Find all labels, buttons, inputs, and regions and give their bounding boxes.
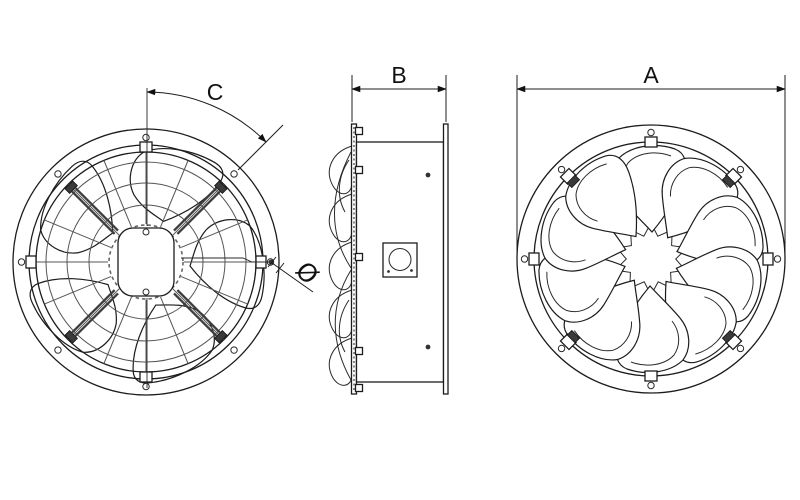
guard-clip xyxy=(214,180,228,194)
guard-clip xyxy=(64,180,78,194)
rear-flange-plate xyxy=(442,123,449,395)
guard-clips xyxy=(566,174,736,344)
dimension-c-label: C xyxy=(207,79,224,105)
hub-screw-top xyxy=(142,228,150,236)
cable-gland xyxy=(388,248,412,271)
flange-tabs xyxy=(354,126,364,393)
front-view xyxy=(12,88,280,396)
flange-notches xyxy=(528,136,774,382)
guard-struts xyxy=(64,180,228,344)
flange-outer-circle xyxy=(12,128,280,396)
hub-screw-bottom xyxy=(142,288,150,296)
flange-notches xyxy=(25,141,267,383)
hub-plate xyxy=(117,227,175,297)
side-view xyxy=(328,123,449,395)
terminal-box xyxy=(382,242,418,278)
dimension-a-label: A xyxy=(643,62,659,88)
casing-screw-top xyxy=(425,172,431,178)
rear-view xyxy=(516,124,786,394)
dimension-b-label: B xyxy=(391,62,406,88)
dimension-b: B xyxy=(351,62,447,122)
side-view-blade-profile xyxy=(328,145,353,386)
mounting-holes xyxy=(520,128,782,390)
guard-clip xyxy=(64,330,78,344)
guard-clip xyxy=(214,330,228,344)
casing-screw-bottom xyxy=(425,344,431,350)
motor-mount-ring xyxy=(108,224,184,300)
dimension-a: A xyxy=(516,62,786,262)
hole-diameter-symbol: Ø xyxy=(290,256,325,290)
dimension-c: C xyxy=(146,79,284,171)
guard-grille-spokes xyxy=(36,152,256,372)
